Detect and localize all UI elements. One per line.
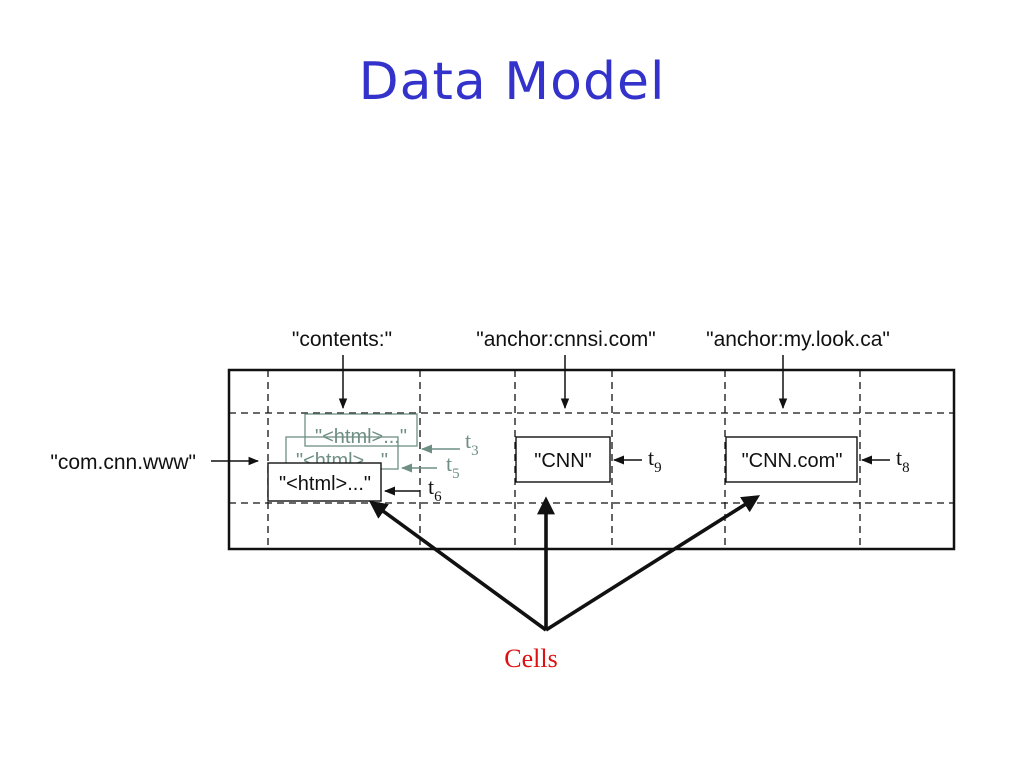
cell-box-anchor-mylook: [725, 436, 858, 483]
cell-version-box-t6: [267, 462, 382, 502]
timestamp-t8: t8: [896, 445, 910, 476]
timestamp-t9: t9: [648, 445, 662, 476]
timestamp-t3: t3: [465, 428, 479, 459]
column-label-anchor-mylook: "anchor:my.look.ca": [706, 328, 890, 351]
cell-value-anchor-mylook: "CNN.com": [742, 450, 843, 472]
cell-version-value-t6: "<html>...": [279, 473, 371, 495]
cells-arrow-right: [545, 495, 761, 632]
timestamp-t6: t6: [428, 474, 442, 505]
cells-pointer-arrows: [369, 495, 761, 632]
table-row-gridlines: [229, 412, 954, 504]
cell-value-anchor-cnnsi: "CNN": [534, 450, 592, 472]
column-label-anchor-cnnsi: "anchor:cnnsi.com": [476, 328, 655, 351]
cell-box-anchor-cnnsi: [515, 436, 611, 483]
timestamp-t5: t5: [446, 451, 460, 482]
row-key-label: "com.cnn.www": [50, 451, 196, 474]
cell-version-box-t3: [304, 413, 418, 447]
cells-arrow-left: [369, 500, 548, 632]
slide-title: Data Model: [358, 52, 666, 112]
column-label-contents: "contents:": [292, 328, 392, 351]
table-border: [227, 368, 956, 551]
cells-caption: Cells: [504, 644, 557, 673]
